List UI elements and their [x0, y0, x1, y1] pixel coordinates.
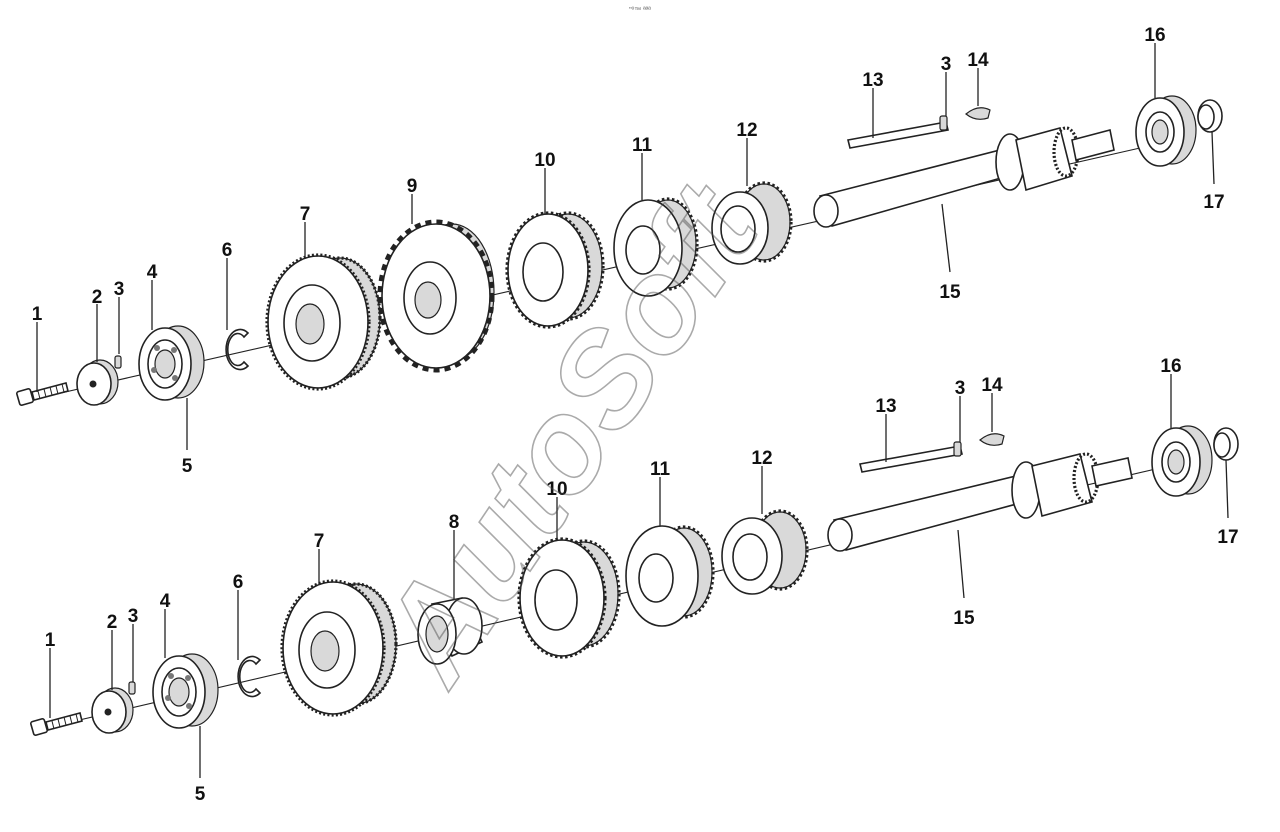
- lower-bearing: [152, 653, 219, 729]
- lower-callout-7: 7: [314, 531, 325, 552]
- lower-main-shaft: [827, 452, 1133, 552]
- upper-callout-2: 2: [92, 287, 103, 308]
- lower-callout-4: 4: [160, 591, 171, 612]
- upper-callout-3: 3: [114, 279, 125, 300]
- top-marks: "º™ ªªª: [629, 7, 651, 14]
- upper-gear-11: [613, 197, 699, 297]
- upper-callout-15: 15: [939, 282, 961, 303]
- lower-leader-17: [1225, 459, 1229, 519]
- lower-assembly: 1 2 3 4 5 6 7 8 10 11 12 13 3 14 16 15 1…: [30, 356, 1239, 805]
- upper-gear-12: [711, 181, 793, 265]
- upper-leader-15: [941, 203, 951, 273]
- lower-callout-17: 17: [1217, 527, 1238, 548]
- upper-bearing: [138, 325, 205, 401]
- lower-bearing-16: [1151, 425, 1213, 497]
- upper-ring-17: [1197, 99, 1223, 133]
- upper-cap: [76, 359, 119, 406]
- lower-callout-6: 6: [233, 572, 244, 593]
- upper-callout-labels: 1 2 3 4 5 6 7 9 10 11 12 13 3 14 16 15 1…: [32, 25, 1225, 477]
- upper-callout-16: 16: [1144, 25, 1165, 46]
- lower-callout-12: 12: [751, 448, 772, 469]
- lower-cap: [91, 687, 134, 734]
- upper-callout-11: 11: [632, 135, 653, 156]
- lower-pin-2: [953, 441, 962, 457]
- upper-callout-6: 6: [222, 240, 233, 261]
- upper-callout-17: 17: [1203, 192, 1224, 213]
- upper-bolt: [16, 382, 69, 406]
- lower-pin: [128, 681, 136, 695]
- lower-gear-10: [517, 537, 621, 659]
- upper-circlip: [225, 328, 250, 371]
- lower-callout-labels: 1 2 3 4 5 6 7 8 10 11 12 13 3 14 16 15 1…: [45, 356, 1239, 805]
- lower-gear-12: [721, 509, 809, 595]
- lower-key-rod: [859, 445, 963, 473]
- lower-callout-15: 15: [953, 608, 975, 629]
- upper-callout-14: 14: [967, 50, 989, 71]
- lower-callout-5: 5: [195, 784, 206, 805]
- upper-callout-1: 1: [32, 304, 43, 325]
- upper-callout-5: 5: [182, 456, 193, 477]
- upper-callout-10: 10: [534, 150, 555, 171]
- lower-callout-2: 2: [107, 612, 118, 633]
- lower-callout-3b: 3: [955, 378, 966, 399]
- lower-circlip: [237, 655, 262, 698]
- lower-bolt: [30, 712, 83, 736]
- upper-woodruff-key: [965, 107, 991, 120]
- upper-pin: [114, 355, 122, 369]
- upper-gear-9: [377, 219, 495, 373]
- lower-gear-7: [280, 579, 398, 717]
- lower-callout-14: 14: [981, 375, 1003, 396]
- lower-callout-11: 11: [650, 459, 671, 480]
- upper-pin-2: [939, 115, 948, 131]
- upper-key-rod: [847, 121, 949, 149]
- upper-main-shaft: [813, 126, 1115, 228]
- upper-callout-7: 7: [300, 204, 311, 225]
- upper-callout-3b: 3: [941, 54, 952, 75]
- lower-ring-17: [1213, 427, 1239, 461]
- lower-callout-10: 10: [546, 479, 567, 500]
- upper-callout-13: 13: [862, 70, 883, 91]
- upper-callout-12: 12: [736, 120, 757, 141]
- lower-callout-16: 16: [1160, 356, 1181, 377]
- upper-callout-9: 9: [407, 176, 418, 197]
- upper-assembly: 1 2 3 4 5 6 7 9 10 11 12 13 3 14 16 15 1…: [16, 25, 1225, 477]
- upper-callout-4: 4: [147, 262, 158, 283]
- lower-callout-13: 13: [875, 396, 896, 417]
- upper-gear-10: [505, 211, 605, 329]
- lower-gear-11: [625, 525, 715, 627]
- lower-woodruff-key: [979, 433, 1005, 446]
- lower-callout-3: 3: [128, 606, 139, 627]
- lower-sleeve-8: [417, 597, 484, 665]
- upper-gear-7: [265, 253, 382, 391]
- lower-callout-1: 1: [45, 630, 56, 651]
- lower-callout-8: 8: [449, 512, 460, 533]
- upper-bearing-16: [1135, 95, 1197, 167]
- lower-leader-15: [957, 529, 965, 599]
- upper-leader-17: [1211, 131, 1215, 185]
